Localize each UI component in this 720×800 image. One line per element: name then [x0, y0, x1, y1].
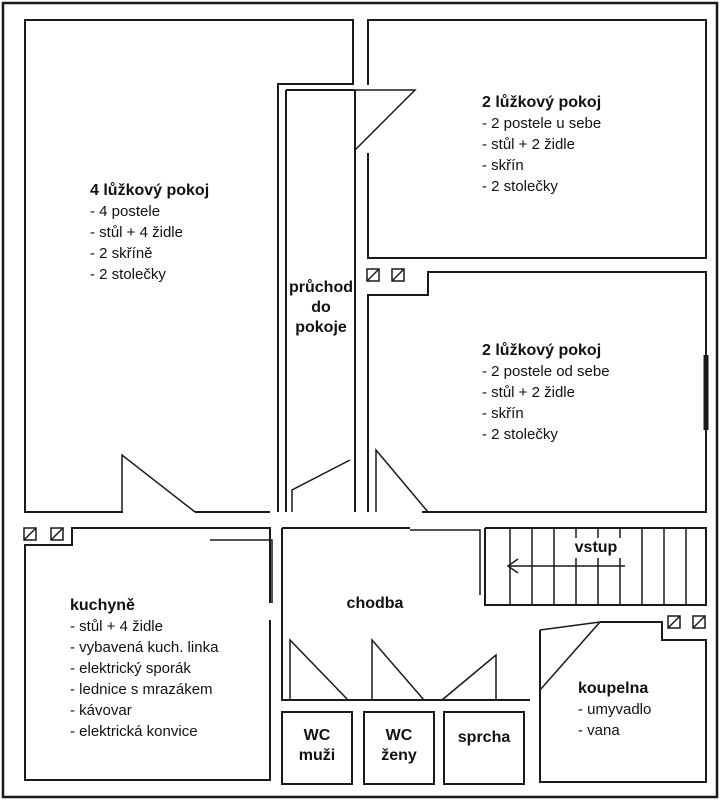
room2a-label: 2 lůžkový pokoj - 2 postele u sebe - stů… — [482, 92, 601, 197]
wc-women-walls — [363, 711, 435, 785]
room4-item: - 2 skříně — [90, 245, 153, 262]
room4-title: 4 lůžkový pokoj — [90, 182, 210, 199]
wc-men-label: WC muži — [282, 726, 352, 766]
wc-men-walls — [281, 711, 353, 785]
bathroom-items: - umyvadlo - vana — [578, 699, 651, 741]
door-swings — [121, 89, 602, 701]
shower-walls — [443, 711, 525, 785]
room2b-walls — [367, 271, 707, 513]
entrance-label: vstup — [566, 538, 626, 558]
room2a-item: - 2 stolečky — [482, 178, 558, 195]
wc-men-line: muži — [298, 747, 336, 764]
kitchen-item: - elektrická konvice — [70, 723, 198, 740]
vent-boxes — [23, 268, 706, 629]
stair-arrow-head — [506, 558, 519, 574]
room2b-item: - 2 postele od sebe — [482, 363, 610, 380]
kitchen-title: kuchyně — [70, 597, 135, 614]
wc-women-label: WC ženy — [364, 726, 434, 766]
kitchen-label: kuchyně - stůl + 4 židle - vybavená kuch… — [70, 595, 218, 742]
kitchen-item: - elektrický sporák — [70, 660, 191, 677]
room2a-title: 2 lůžkový pokoj — [482, 94, 602, 111]
room2b-title: 2 lůžkový pokoj — [482, 342, 602, 359]
passage-line: pokoje — [295, 319, 347, 336]
room2a-items: - 2 postele u sebe - stůl + 2 židle - sk… — [482, 113, 601, 197]
passage-label: průchod do pokoje — [276, 278, 366, 338]
kitchen-walls — [24, 527, 271, 781]
bathroom-title: koupelna — [578, 680, 649, 697]
bathroom-label: koupelna - umyvadlo - vana — [578, 678, 651, 741]
room4-item: - 2 stolečky — [90, 266, 166, 283]
room2a-walls — [367, 19, 707, 259]
room2a-item: - stůl + 2 židle — [482, 136, 575, 153]
room2b-item: - 2 stolečky — [482, 426, 558, 443]
room4-item: - 4 postele — [90, 203, 161, 220]
kitchen-item: - vybavená kuch. linka — [70, 639, 219, 656]
room2b-items: - 2 postele od sebe - stůl + 2 židle - s… — [482, 361, 610, 445]
room2b-label: 2 lůžkový pokoj - 2 postele od sebe - st… — [482, 340, 610, 445]
kitchen-item: - stůl + 4 židle — [70, 618, 163, 635]
room2a-item: - skřín — [482, 157, 524, 174]
room2b-item: - stůl + 2 židle — [482, 384, 575, 401]
passage-line: průchod — [289, 279, 353, 296]
hall-label: chodba — [346, 595, 404, 612]
bathroom-item: - vana — [578, 722, 620, 739]
wc-women-line: ženy — [381, 747, 417, 764]
kitchen-item: - lednice s mrazákem — [70, 681, 213, 698]
kitchen-item: - kávovar — [70, 702, 132, 719]
room4-item: - stůl + 4 židle — [90, 224, 183, 241]
bathroom-item: - umyvadlo — [578, 701, 652, 718]
wc-men-line: WC — [303, 727, 331, 744]
room4-label: 4 lůžkový pokoj - 4 postele - stůl + 4 ž… — [90, 180, 209, 285]
shower-label: sprcha — [457, 729, 511, 746]
wc-women-line: WC — [385, 727, 413, 744]
room4-walls — [24, 19, 354, 513]
room2a-item: - 2 postele u sebe — [482, 115, 602, 132]
entrance-walls — [484, 527, 707, 606]
hall-walls — [281, 528, 530, 701]
kitchen-items: - stůl + 4 židle - vybavená kuch. linka … — [70, 616, 218, 742]
passage-line: do — [311, 299, 331, 316]
room4-items: - 4 postele - stůl + 4 židle - 2 skříně … — [90, 201, 209, 285]
room2b-item: - skřín — [482, 405, 524, 422]
